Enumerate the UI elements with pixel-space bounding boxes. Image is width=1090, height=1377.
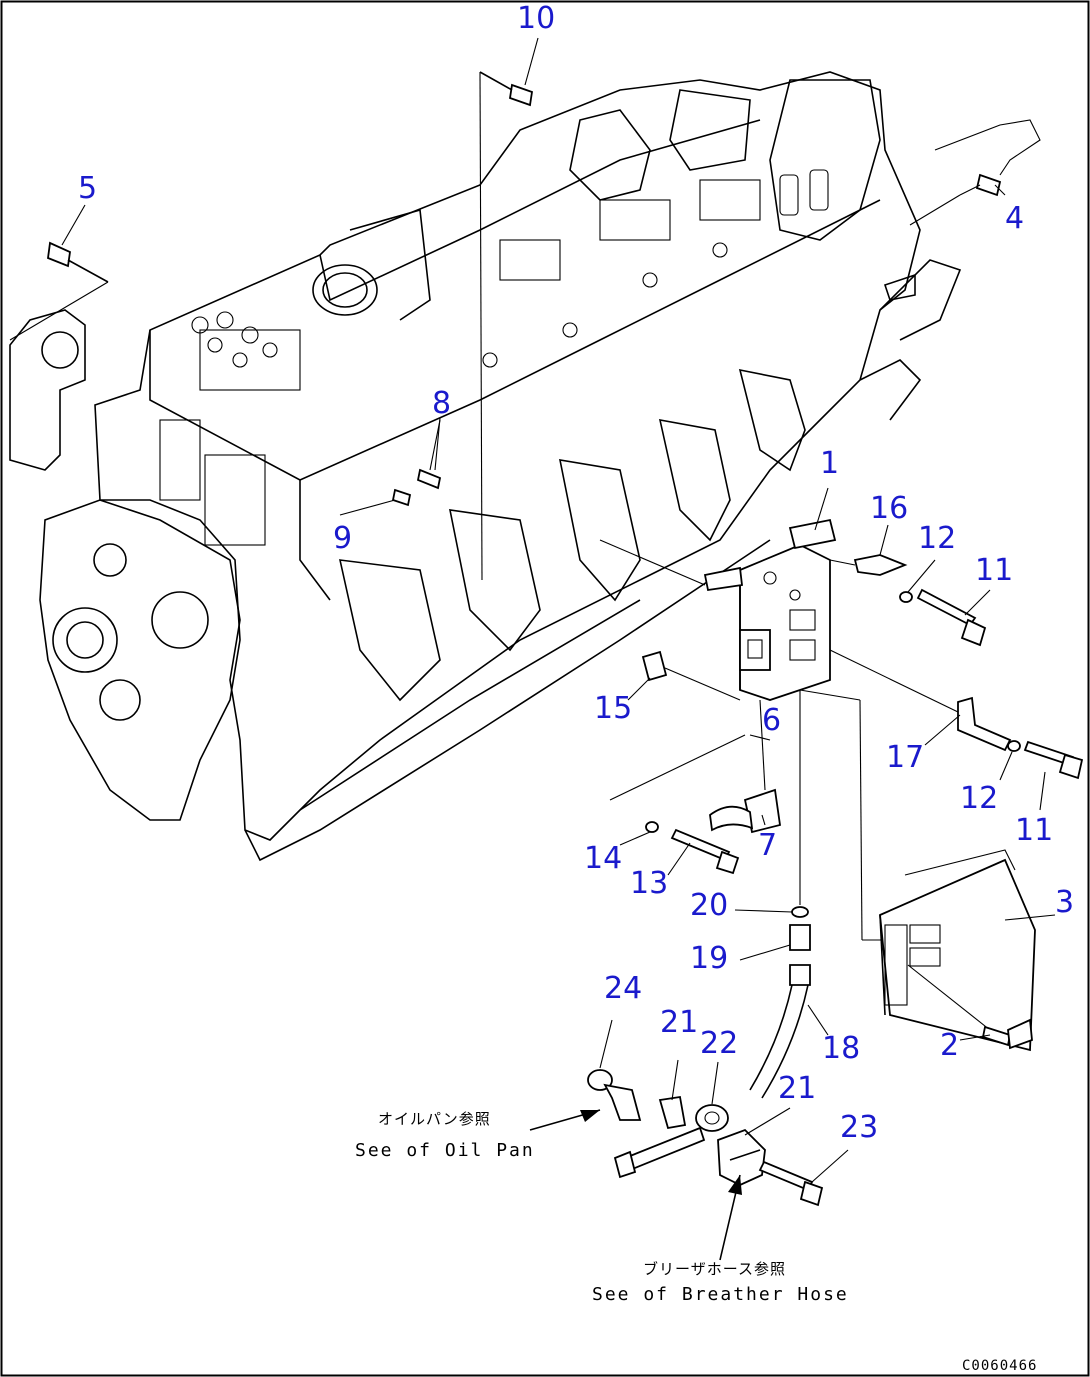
sensor-10: [479, 71, 534, 581]
callout-19: 19: [690, 941, 728, 976]
oring-20: [791, 906, 809, 918]
clamp-21-right: [717, 1128, 766, 1186]
sensor-5: [9, 241, 109, 341]
callout-11-upper: 11: [975, 553, 1013, 588]
sensor-4: [909, 119, 1041, 226]
callout-15: 15: [594, 691, 632, 726]
callout-17: 17: [886, 740, 924, 775]
callout-9: 9: [333, 521, 352, 556]
callout-5: 5: [78, 171, 97, 206]
callout-7: 7: [758, 828, 777, 863]
note-arrows: [529, 1109, 742, 1261]
grommet-22: [695, 1104, 729, 1132]
callout-12-lower: 12: [960, 781, 998, 816]
callout-2: 2: [940, 1028, 959, 1063]
drawing-code: C0060466: [962, 1358, 1037, 1374]
washer-12-upper: [899, 591, 913, 603]
clamp-17: [829, 649, 1012, 752]
bolt-13: [670, 828, 740, 875]
bolt-11-lower: [1023, 740, 1084, 780]
callout-14: 14: [584, 841, 622, 876]
sensor-9: [391, 488, 412, 507]
note-breather-hose: ブリーザホース参照 See of Breather Hose: [592, 1260, 849, 1305]
hose-18: [749, 964, 811, 1099]
callout-13: 13: [630, 866, 668, 901]
callout-23: 23: [840, 1110, 878, 1145]
note-breather-en: See of Breather Hose: [592, 1284, 849, 1305]
pipe-15: [641, 650, 741, 701]
callout-6: 6: [762, 703, 781, 738]
callout-11-lower: 11: [1015, 813, 1053, 848]
bolt-lower: [613, 1126, 706, 1179]
bracket-1: [703, 518, 837, 701]
washer-12-lower: [1007, 740, 1021, 752]
note-oil-pan-jp: オイルパン参照: [378, 1110, 491, 1128]
callout-10: 10: [517, 1, 555, 36]
note-oil-pan: オイルパン参照 See of Oil Pan: [355, 1110, 535, 1161]
bolt-2: [981, 1018, 1033, 1050]
callout-21-left: 21: [660, 1005, 698, 1040]
clamp-21-left: [658, 1095, 687, 1130]
callout-labels: 10 5 4 8 1 16 9 12 11 15 6 17 12 11 7 14…: [78, 1, 1074, 1145]
sensor-7: [709, 699, 782, 834]
callout-24: 24: [604, 971, 642, 1006]
clamp-16: [829, 554, 908, 576]
fitting-19: [789, 924, 811, 951]
callout-3: 3: [1055, 885, 1074, 920]
callout-18: 18: [822, 1031, 860, 1066]
bolt-23: [758, 1160, 824, 1207]
callout-4: 4: [1005, 201, 1024, 236]
callout-8: 8: [432, 386, 451, 421]
callout-22: 22: [700, 1026, 738, 1061]
callout-20: 20: [690, 888, 728, 923]
controller-3: [879, 849, 1036, 1052]
callout-leaders: [61, 37, 1056, 1183]
sensor-8: [416, 419, 442, 490]
callout-12-upper: 12: [918, 521, 956, 556]
bracket-oilpan: [603, 1083, 642, 1121]
callout-1: 1: [820, 446, 839, 481]
callout-16: 16: [870, 491, 908, 526]
bolt-11-upper: [916, 588, 987, 647]
note-breather-jp: ブリーザホース参照: [643, 1260, 786, 1278]
engine-block: [9, 71, 962, 862]
note-oil-pan-en: See of Oil Pan: [355, 1140, 535, 1161]
callout-21-right: 21: [778, 1071, 816, 1106]
washer-14: [645, 821, 659, 833]
